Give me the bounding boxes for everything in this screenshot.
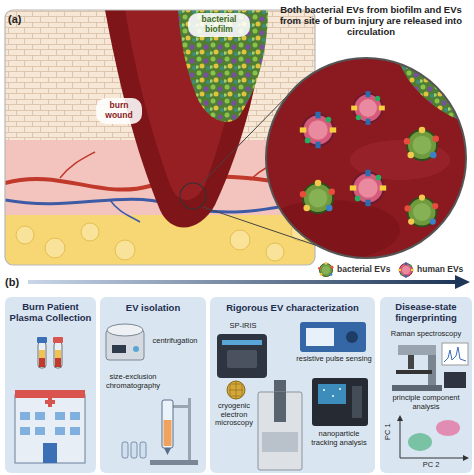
panel-label: (a) bbox=[8, 13, 38, 26]
step-label: size-exclusion chromatography bbox=[103, 373, 163, 390]
step-label: centrifugation bbox=[146, 337, 204, 346]
step-label: Raman spectroscopy bbox=[382, 330, 470, 339]
panel-label: (b) bbox=[5, 276, 29, 289]
step-label: principle component analysis bbox=[382, 394, 470, 411]
legend-icon bbox=[398, 262, 414, 278]
label-pill: burn wound bbox=[96, 98, 142, 124]
step-label: nanoparticle tracking analysis bbox=[306, 430, 372, 447]
process-box: EV isolation centrifugation size-exclusion… bbox=[100, 297, 206, 473]
legend-icon-shape bbox=[318, 262, 333, 277]
label-pill: bacterial biofilm bbox=[188, 13, 250, 37]
legend-item: human EVs bbox=[398, 262, 463, 278]
heading-text: EV isolation bbox=[104, 303, 202, 314]
legend-icon-shape bbox=[398, 262, 413, 277]
biofilm-label: bacterial biofilm bbox=[188, 15, 250, 35]
legend-text: bacterial EVs bbox=[337, 265, 390, 275]
legend-icon bbox=[318, 262, 334, 278]
wound-label: burn wound bbox=[96, 101, 142, 121]
step-label: cryogenic electron microscopy bbox=[212, 402, 256, 428]
axis-label: PC 1 bbox=[384, 423, 393, 440]
heading-text: Disease-state fingerprinting bbox=[384, 302, 468, 324]
step-label: SP-IRIS bbox=[218, 322, 268, 331]
process-box: Burn Patient Plasma Collection bbox=[5, 297, 96, 473]
heading-text: Rigorous EV characterization bbox=[214, 303, 371, 314]
legend-item: bacterial EVs bbox=[318, 262, 390, 278]
process-box: Rigorous EV characterizationSP-IRIS resis… bbox=[210, 297, 375, 473]
axis-label: PC 2 bbox=[416, 461, 446, 470]
process-box: Disease-state fingerprintingRaman spectr… bbox=[380, 297, 472, 473]
legend-text: human EVs bbox=[417, 265, 463, 275]
step-label: resistive pulse sensing bbox=[295, 355, 373, 364]
callout-text: Both bacterial EVs from biofilm and EVs … bbox=[272, 5, 470, 38]
heading-text: Burn Patient Plasma Collection bbox=[9, 302, 92, 324]
